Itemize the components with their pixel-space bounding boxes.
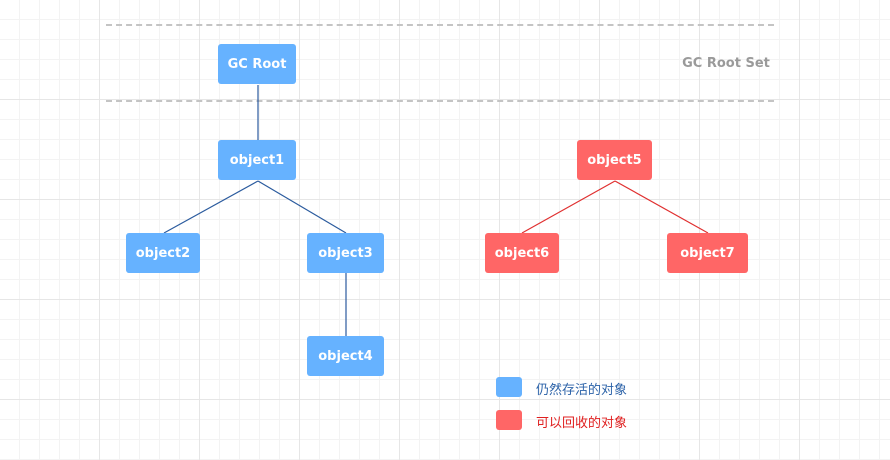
edge-object1-object2 xyxy=(163,180,259,234)
node-object1[interactable]: object1 xyxy=(218,140,296,180)
edge-object5-object7 xyxy=(614,180,709,234)
node-object7[interactable]: object7 xyxy=(667,233,748,273)
node-object2[interactable]: object2 xyxy=(126,233,200,273)
root-set-top-divider xyxy=(106,24,774,26)
legend-collectable-swatch xyxy=(496,410,522,430)
node-object4[interactable]: object4 xyxy=(307,336,384,376)
legend-alive-swatch xyxy=(496,377,522,397)
node-object6[interactable]: object6 xyxy=(485,233,559,273)
edge-object5-object6 xyxy=(521,180,616,234)
root-set-label: GC Root Set xyxy=(682,56,770,71)
node-object3[interactable]: object3 xyxy=(307,233,384,273)
legend-collectable-label: 可以回收的对象 xyxy=(536,416,628,431)
edge-object1-object3 xyxy=(257,180,347,234)
root-set-bottom-divider xyxy=(106,100,774,102)
node-object5[interactable]: object5 xyxy=(577,140,652,180)
legend-alive-label: 仍然存活的对象 xyxy=(536,383,628,398)
node-gc-root[interactable]: GC Root xyxy=(218,44,296,84)
